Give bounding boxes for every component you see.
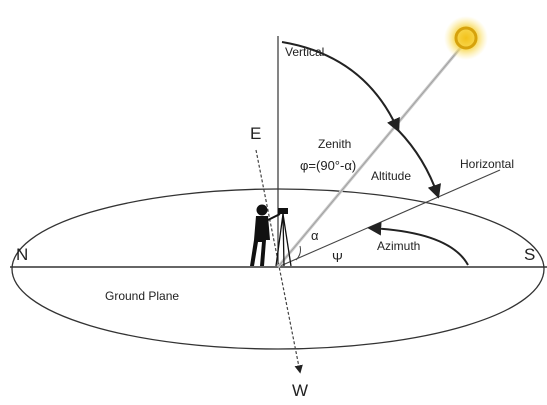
zenith-arc [281,41,400,133]
horizontal-line [277,169,501,268]
west-label: W [292,381,308,400]
alpha-label: α [311,228,319,243]
zenith-formula-label: φ=(90°-α) [300,158,356,173]
azimuth-arc [367,221,469,266]
psi-label: Ψ [332,250,343,265]
sun-icon [444,16,488,60]
vertical-label: Vertical [285,45,324,59]
zenith-label: Zenith [318,137,351,151]
east-west-line [255,149,303,374]
north-label: N [16,245,28,264]
sun-ray-core [277,45,463,268]
south-label: S [524,245,535,264]
altitude-label: Altitude [371,169,411,183]
origin-angle-arc [295,245,301,261]
altitude-arc [397,129,441,199]
east-label: E [250,124,261,143]
observer-figure [250,204,292,267]
azimuth-label: Azimuth [377,239,420,253]
horizontal-label: Horizontal [460,157,514,171]
ground-plane-label: Ground Plane [105,289,179,303]
